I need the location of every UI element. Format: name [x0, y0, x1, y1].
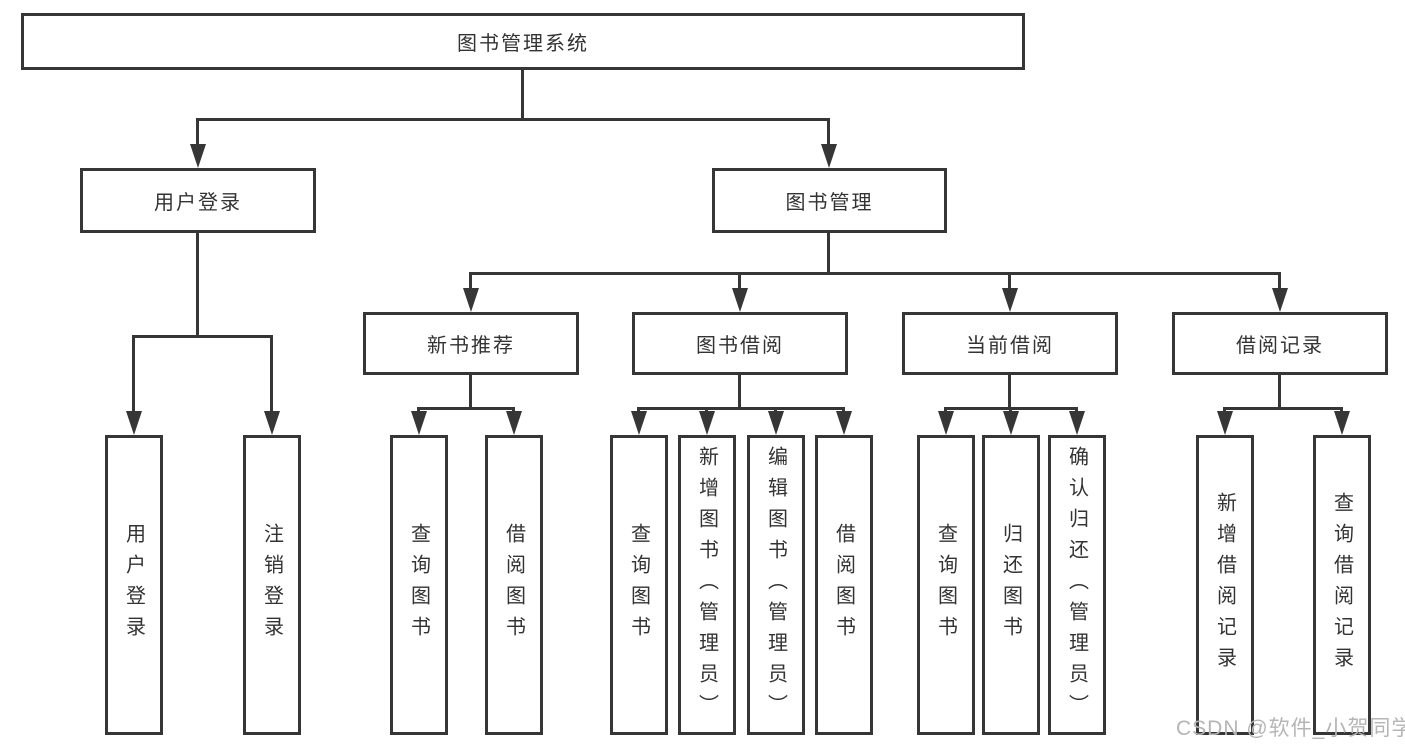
leaf-label: 新增图书（管理员） [695, 445, 718, 725]
node-current-borrow: 当前借阅 [902, 312, 1118, 375]
arrow-down-icon [631, 411, 647, 435]
connector-line [469, 272, 1281, 275]
leaf-label: 新增借阅记录 [1213, 492, 1236, 678]
arrow-down-icon [1002, 288, 1018, 312]
connector-line [196, 118, 199, 146]
arrow-down-icon [1334, 411, 1350, 435]
node-label: 用户登录 [154, 192, 242, 214]
arrow-down-icon [1272, 288, 1288, 312]
arrow-down-icon [463, 288, 479, 312]
arrow-down-icon [1003, 411, 1019, 435]
connector-line [1075, 407, 1078, 413]
connector-line [469, 272, 472, 290]
arrow-down-icon [190, 144, 206, 168]
connector-line [1278, 375, 1281, 407]
arrow-down-icon [821, 144, 837, 168]
arrow-down-icon [506, 411, 522, 435]
connector-line [196, 233, 199, 335]
arrow-down-icon [126, 411, 142, 435]
connector-line [1008, 272, 1011, 290]
leaf-label: 借阅图书 [832, 523, 855, 647]
leaf-confirm-return-admin: 确认归还（管理员） [1048, 435, 1106, 735]
leaf-label: 查询借阅记录 [1330, 492, 1353, 678]
leaf-add-borrow-record: 新增借阅记录 [1196, 435, 1254, 735]
connector-line [705, 407, 708, 413]
arrow-down-icon [768, 411, 784, 435]
connector-line [1223, 407, 1226, 413]
leaf-query-books-2: 查询图书 [610, 435, 668, 735]
connector-line [774, 407, 777, 413]
connector-line [637, 407, 845, 410]
csdn-watermark: CSDN @软件_小贺同学 [1176, 717, 1405, 740]
arrow-down-icon [264, 411, 280, 435]
node-book-management-branch: 图书管理 [712, 168, 947, 233]
leaf-label: 确认归还（管理员） [1065, 445, 1088, 725]
connector-line [1009, 407, 1012, 413]
leaf-return-books: 归还图书 [982, 435, 1040, 735]
node-label: 图书管理 [785, 192, 874, 214]
connector-line [1340, 407, 1343, 413]
connector-line [132, 335, 273, 338]
arrow-down-icon [699, 411, 715, 435]
leaf-label: 查询图书 [934, 523, 957, 647]
leaf-label: 注销登录 [260, 523, 283, 647]
connector-line [1278, 272, 1281, 290]
connector-line [1008, 375, 1011, 407]
leaf-label: 查询图书 [407, 523, 430, 647]
connector-line [512, 407, 515, 413]
connector-line [842, 407, 845, 413]
leaf-label: 查询图书 [627, 523, 650, 647]
node-label: 借阅记录 [1236, 335, 1324, 357]
arrow-down-icon [732, 288, 748, 312]
node-label: 当前借阅 [966, 335, 1054, 357]
node-label: 图书借阅 [696, 335, 784, 357]
node-new-book-recommend: 新书推荐 [363, 312, 579, 375]
node-user-login-branch: 用户登录 [80, 168, 316, 233]
node-borrow-records: 借阅记录 [1172, 312, 1388, 375]
node-label: 新书推荐 [427, 335, 515, 357]
leaf-borrow-books-1: 借阅图书 [485, 435, 543, 735]
arrow-down-icon [836, 411, 852, 435]
node-book-borrow: 图书借阅 [632, 312, 848, 375]
connector-line [417, 407, 515, 410]
connector-line [827, 233, 830, 272]
connector-line [417, 407, 420, 413]
leaf-label: 归还图书 [999, 523, 1022, 647]
leaf-add-books-admin: 新增图书（管理员） [678, 435, 736, 735]
arrow-down-icon [1217, 411, 1233, 435]
arrow-down-icon [938, 411, 954, 435]
connector-line [944, 407, 947, 413]
connector-line [637, 407, 640, 413]
node-root-label: 图书管理系统 [457, 33, 589, 55]
connector-line [738, 272, 741, 290]
leaf-label: 借阅图书 [502, 523, 525, 647]
leaf-edit-books-admin: 编辑图书（管理员） [747, 435, 805, 735]
connector-line [827, 118, 830, 146]
connector-line [270, 335, 273, 411]
arrow-down-icon [411, 411, 427, 435]
leaf-user-login: 用户登录 [105, 435, 163, 735]
leaf-query-books-3: 查询图书 [917, 435, 975, 735]
connector-line [521, 70, 524, 118]
connector-line [196, 118, 830, 121]
leaf-logout: 注销登录 [243, 435, 301, 735]
arrow-down-icon [1069, 411, 1085, 435]
connector-line [1223, 407, 1343, 410]
leaf-query-books-1: 查询图书 [390, 435, 448, 735]
connector-line [132, 335, 135, 411]
connector-line [469, 375, 472, 407]
leaf-query-borrow-record: 查询借阅记录 [1313, 435, 1371, 735]
leaf-borrow-books-2: 借阅图书 [815, 435, 873, 735]
leaf-label: 用户登录 [122, 523, 145, 647]
connector-line [738, 375, 741, 407]
node-root: 图书管理系统 [21, 13, 1025, 70]
leaf-label: 编辑图书（管理员） [764, 445, 787, 725]
